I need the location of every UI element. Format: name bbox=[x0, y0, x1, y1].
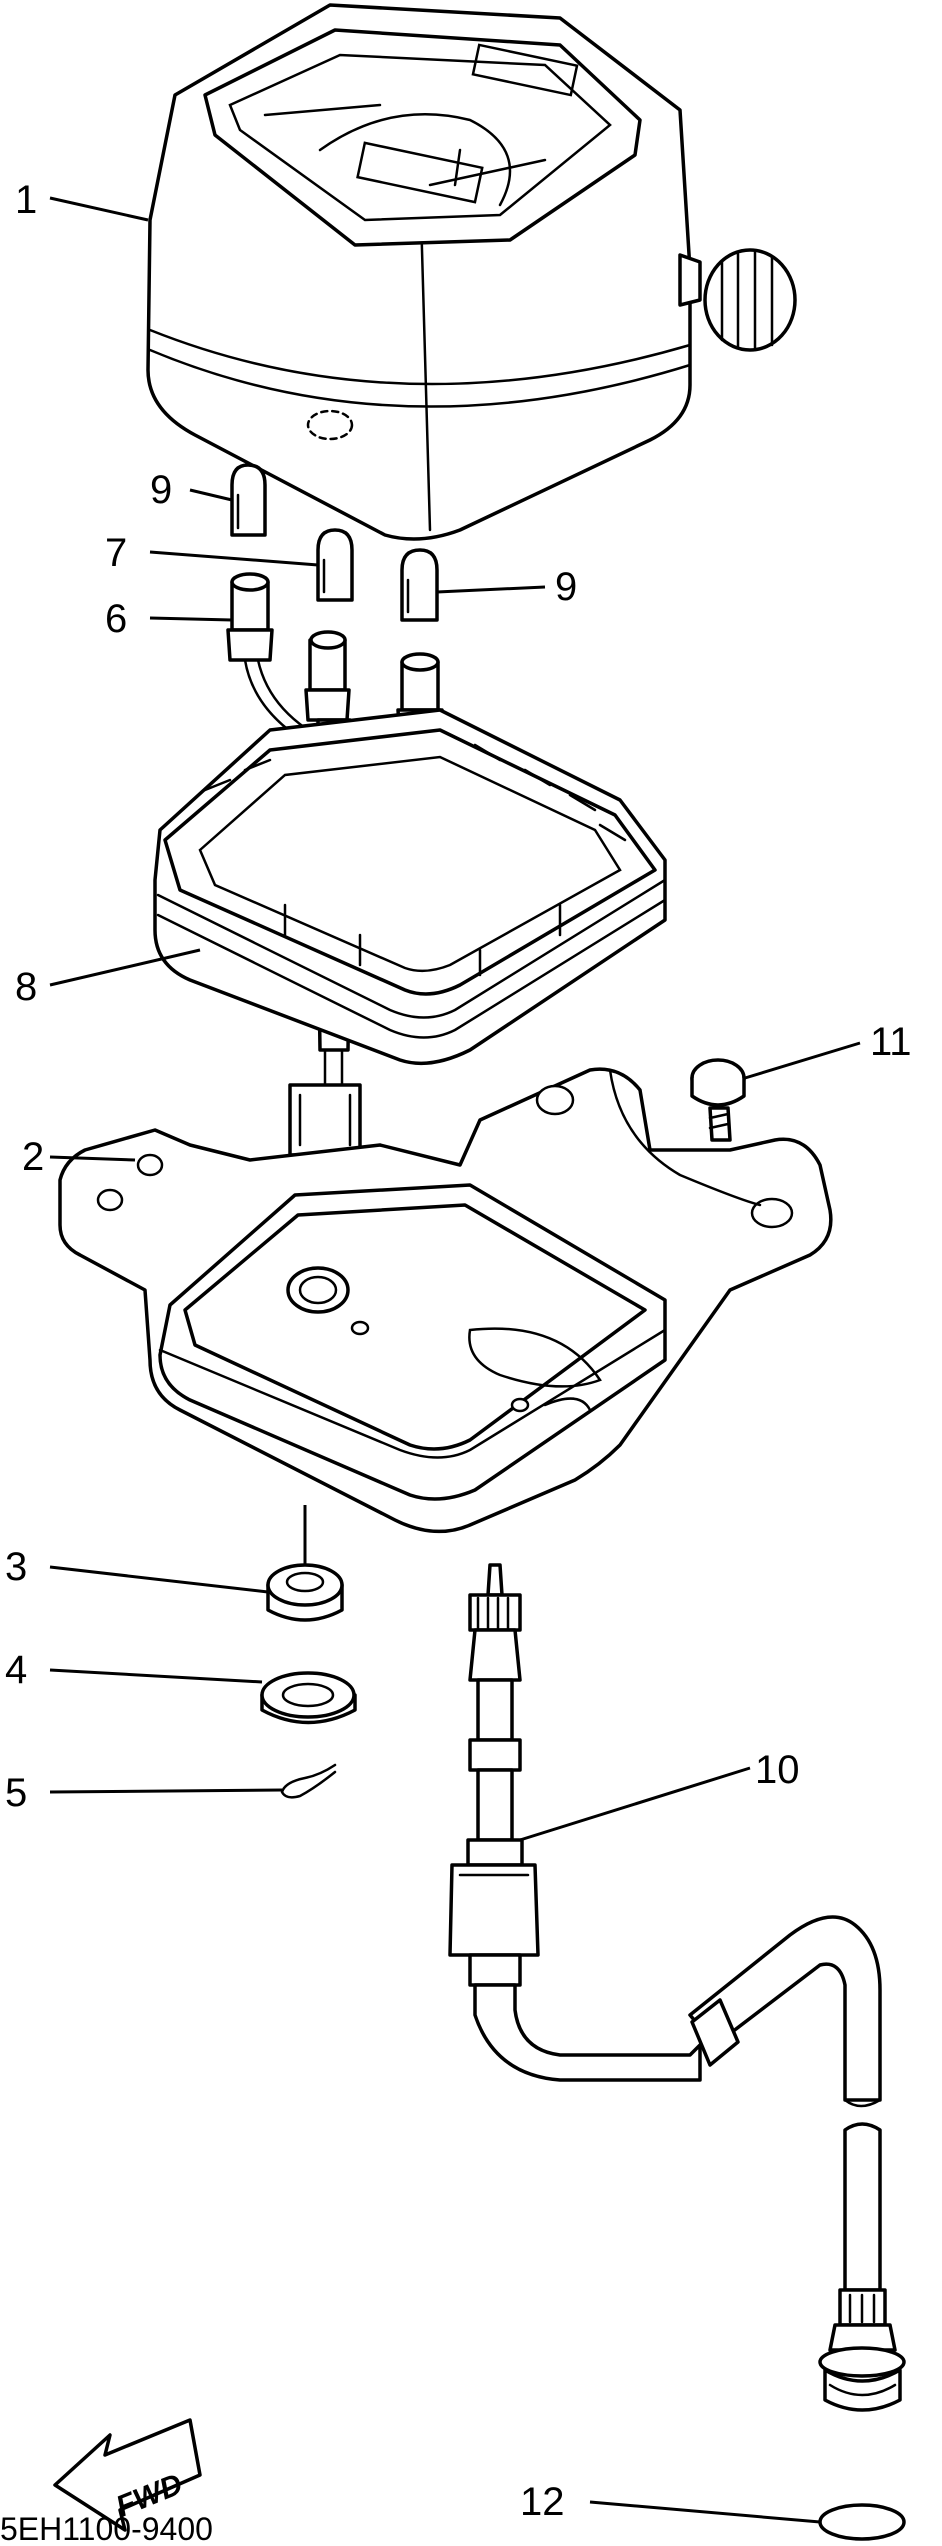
leader-lines bbox=[49, 196, 861, 2524]
bulb-9-right bbox=[400, 548, 439, 622]
o-ring-12 bbox=[818, 2503, 906, 2541]
drawing-code: 5EH1100-9400 bbox=[0, 2511, 213, 2546]
callout-6: 6 bbox=[105, 597, 127, 641]
callout-9-left: 9 bbox=[150, 468, 172, 512]
washer-4 bbox=[260, 1671, 357, 1725]
callout-9-right: 9 bbox=[555, 565, 577, 609]
callout-2: 2 bbox=[22, 1135, 44, 1179]
bulb-9-left bbox=[230, 463, 267, 537]
meter-gasket bbox=[153, 708, 667, 1066]
callout-11: 11 bbox=[870, 1020, 912, 1064]
callout-numbers: 1 2 3 4 5 6 7 8 9 9 10 11 12 bbox=[5, 178, 912, 2524]
callout-1: 1 bbox=[15, 178, 37, 222]
callout-10: 10 bbox=[755, 1748, 800, 1792]
callout-5: 5 bbox=[5, 1771, 27, 1815]
callout-8: 8 bbox=[15, 965, 37, 1009]
clip-5 bbox=[280, 1763, 337, 1799]
bulb-7 bbox=[316, 528, 354, 602]
speedometer-cable-10 bbox=[448, 1563, 906, 2412]
callout-12: 12 bbox=[520, 2480, 565, 2524]
screw-11 bbox=[690, 1058, 746, 1142]
meter-bracket bbox=[58, 1067, 833, 1534]
meter-housing bbox=[146, 3, 797, 541]
callout-3: 3 bbox=[5, 1545, 27, 1589]
callout-7: 7 bbox=[105, 531, 127, 575]
callout-4: 4 bbox=[5, 1648, 27, 1692]
grommet-3 bbox=[266, 1563, 344, 1622]
